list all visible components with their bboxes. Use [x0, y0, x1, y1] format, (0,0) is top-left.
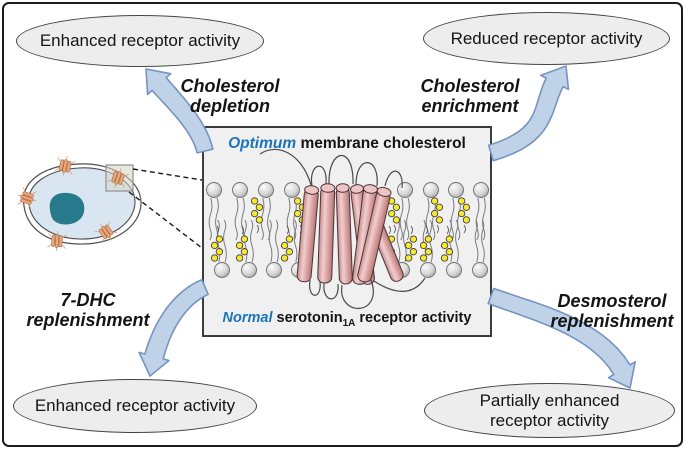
transmembrane-helix: [357, 186, 392, 283]
normal-emphasis: Normal: [222, 310, 273, 326]
lipid-head: [266, 262, 282, 278]
lipid-tail: [293, 197, 297, 241]
outcome-ellipse-bottom-right: Partially enhanced receptor activity: [424, 383, 675, 438]
lipid-tail: [482, 197, 486, 241]
cholesterol-molecule: [250, 197, 264, 234]
cholesterol-molecule: [430, 197, 444, 234]
optimum-emphasis: Optimum: [228, 135, 297, 152]
outcome-label: Partially enhanced receptor activity: [479, 390, 620, 430]
lipid-tail: [250, 219, 254, 263]
lipid-tail: [474, 219, 479, 263]
lipid-head: [473, 182, 489, 198]
cholesterol-molecule: [419, 225, 433, 262]
cell-illustration: [14, 153, 142, 253]
lipid-tail: [450, 197, 455, 241]
receptor-loop: [259, 148, 312, 186]
lipid-head: [214, 262, 230, 278]
lipid-tail: [406, 197, 410, 241]
cholesterol-molecule: [440, 225, 454, 262]
outcome-label: Enhanced receptor activity: [34, 396, 236, 415]
lipid-head: [472, 262, 488, 278]
receptor-loop: [328, 155, 354, 185]
process-label-desmosterol-replenishment: Desmosterol replenishment: [550, 291, 674, 331]
lipid-head: [258, 182, 274, 198]
lipid-tail: [275, 219, 279, 263]
receptor-loop: [355, 162, 378, 187]
lipid-tail: [396, 219, 401, 263]
lipid-tail: [268, 219, 273, 263]
lipid-head: [241, 262, 257, 278]
lipid-head: [423, 182, 439, 198]
cholesterol-molecule: [210, 225, 224, 262]
lipid-tail: [455, 219, 459, 263]
outcome-ellipse-top-right: Reduced receptor activity: [423, 12, 670, 65]
receptor-loop: [373, 277, 426, 292]
cholesterol-molecule: [235, 225, 249, 262]
process-label-cholesterol-depletion: Cholesterol depletion: [180, 76, 280, 116]
lipid-tail: [223, 219, 227, 263]
process-label-cholesterol-enrichment: Cholesterol enrichment: [420, 76, 520, 116]
lipid-tail: [293, 219, 298, 263]
nucleus: [49, 192, 85, 225]
transmembrane-helix: [317, 183, 336, 284]
lipid-tail: [475, 197, 480, 241]
lipid-head: [420, 262, 436, 278]
panel-caption-bottom: Normal serotonin1A receptor activity: [222, 310, 472, 329]
lipid-tail: [403, 219, 407, 263]
lipid-head: [397, 182, 413, 198]
cholesterol-molecule: [280, 225, 294, 262]
serotonin-1a-subscript: 1A: [342, 318, 356, 329]
lipid-tail: [481, 219, 485, 263]
cholesterol-molecule: [387, 197, 401, 234]
outcome-ellipse-bottom-left: Enhanced receptor activity: [13, 379, 257, 433]
transmembrane-helix: [335, 183, 353, 285]
lipid-tail: [234, 197, 239, 241]
lipid-head: [206, 182, 222, 198]
lipid-tail: [457, 197, 461, 241]
lipid-bilayer-illustration: [206, 148, 489, 309]
lipid-head: [446, 262, 462, 278]
transmembrane-helix: [296, 185, 320, 283]
membrane-panel: Optimum membrane cholesterol Normal sero…: [202, 126, 492, 337]
cholesterol-molecule: [404, 225, 418, 262]
outcome-label: Enhanced receptor activity: [39, 31, 241, 50]
lipid-tail: [399, 197, 404, 241]
receptor-loop: [309, 279, 321, 296]
receptor-loop: [384, 170, 403, 189]
outcome-label: Reduced receptor activity: [450, 28, 643, 48]
outcome-ellipse-top-left: Enhanced receptor activity: [16, 15, 264, 67]
receptor-loop: [341, 279, 374, 309]
cholesterol-molecule: [457, 197, 471, 234]
lipid-head: [448, 182, 464, 198]
process-label-7dhc-replenishment: 7-DHC replenishment: [26, 290, 150, 330]
panel-caption-top: Optimum membrane cholesterol: [228, 135, 466, 152]
receptor-loop: [323, 282, 339, 300]
lipid-tail: [208, 197, 213, 241]
lipid-head: [232, 182, 248, 198]
lipid-tail: [432, 197, 436, 241]
receptor-loop: [310, 165, 327, 187]
lipid-head: [284, 182, 300, 198]
